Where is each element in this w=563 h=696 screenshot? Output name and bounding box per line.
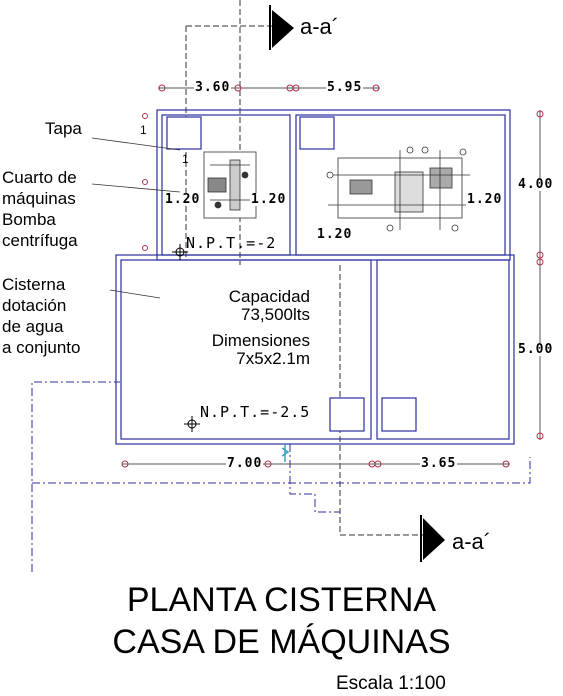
- pump-equipment-right: [326, 146, 470, 232]
- capacity-heading: Capacidad: [228, 287, 310, 306]
- service-lines: [31, 381, 531, 572]
- tapa-marker: 1: [140, 123, 147, 137]
- cistern-walls: [115, 254, 515, 445]
- dim-label-top-left: 3.60: [194, 80, 232, 95]
- dim-label-bottom-right: 3.65: [420, 456, 458, 471]
- label-cisterna: Cisterna dotación de agua a conjunto: [2, 274, 80, 358]
- dim-left-marks: [142, 113, 148, 251]
- level-label-machine-room: N.P.T.=-2: [186, 234, 277, 252]
- cuarto-line-4: centrífuga: [2, 231, 78, 250]
- cisterna-line-3: de agua: [2, 317, 64, 336]
- dimensions-heading: Dimensiones: [211, 331, 310, 350]
- dim-right: [536, 110, 544, 440]
- level-marker-machine-room: [172, 244, 188, 260]
- cuarto-line-1: Cuarto de: [2, 168, 77, 187]
- section-arrow-bottom: [420, 515, 445, 562]
- capacity-block: Capacidad 73,500lts Dimensiones 7x5x2.1m: [178, 288, 310, 368]
- pipe-symbol: [281, 444, 290, 462]
- label-tapa: Tapa: [45, 119, 82, 138]
- cisterna-line-2: dotación: [2, 296, 67, 315]
- capacity-value: 73,500lts: [241, 305, 310, 324]
- cisterna-line-4: a conjunto: [2, 338, 81, 357]
- dim-label-right-lower: 5.00: [517, 342, 555, 357]
- section-label-top: a-a´: [300, 14, 340, 39]
- access-hatches: [166, 116, 417, 432]
- cisterna-line-1: Cisterna: [2, 275, 66, 294]
- leader-lines: [91, 137, 181, 299]
- tapa-marker-2: 1: [182, 152, 189, 166]
- cuarto-line-2: máquinas: [2, 189, 76, 208]
- dimensions-value: 7x5x2.1m: [236, 349, 310, 368]
- section-label-bottom: a-a´: [452, 529, 492, 554]
- level-label-cistern: N.P.T.=-2.5: [200, 403, 311, 421]
- level-marker-cistern: [184, 416, 200, 432]
- dim-label-top-right: 5.95: [326, 80, 364, 95]
- dim-label-bottom-left: 7.00: [226, 456, 264, 471]
- drawing-title-line-1: PLANTA CISTERNA: [126, 581, 437, 619]
- dim-label-inner-b: 1.20: [250, 192, 288, 207]
- drawing-scale: Escala 1:100: [336, 673, 446, 694]
- cuarto-line-3: Bomba: [2, 210, 56, 229]
- dim-label-inner-d: 1.20: [316, 227, 354, 242]
- drawing-title-line-2: CASA DE MÁQUINAS: [112, 623, 451, 661]
- dim-label-inner-c: 1.20: [466, 192, 504, 207]
- dim-label-right-upper: 4.00: [517, 177, 555, 192]
- label-cuarto-maquinas: Cuarto de máquinas Bomba centrífuga: [2, 167, 78, 251]
- pump-equipment-left: [203, 151, 257, 219]
- dim-label-inner-a: 1.20: [164, 192, 202, 207]
- section-arrow-top: [269, 5, 294, 50]
